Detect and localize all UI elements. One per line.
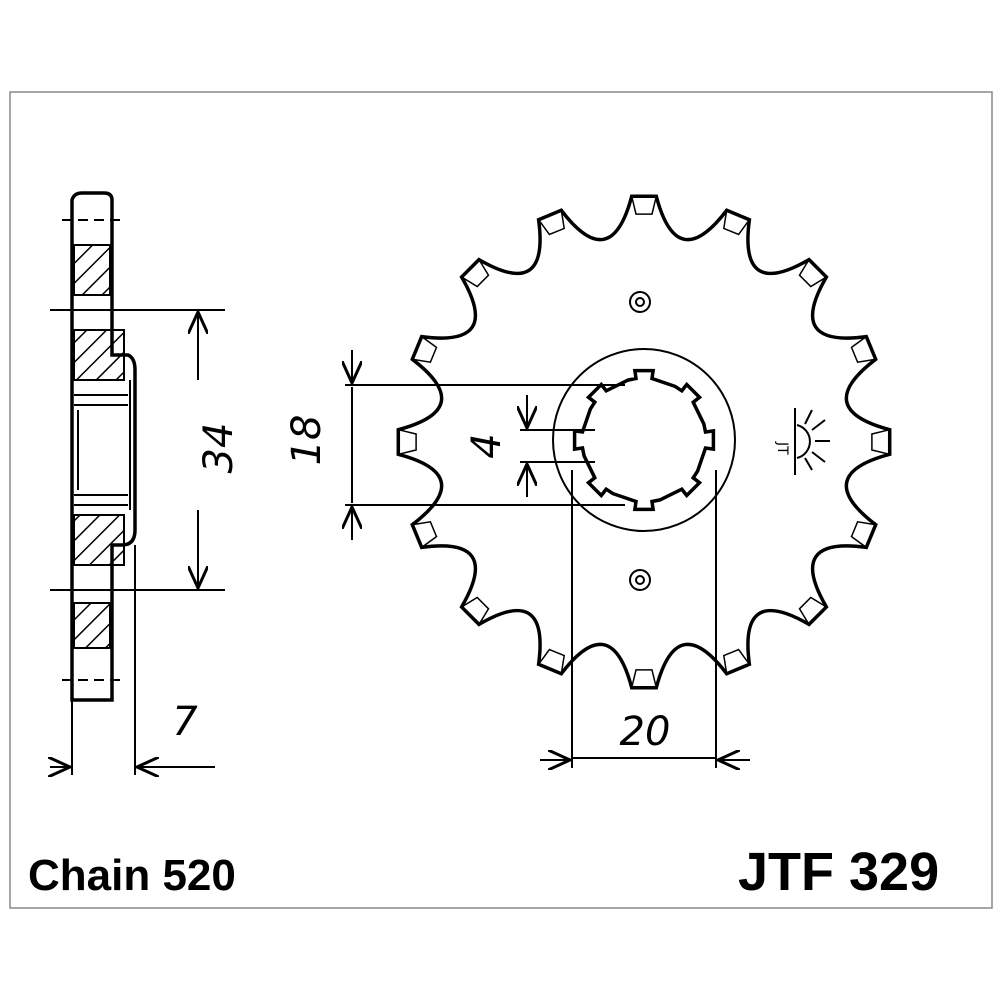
side-view: 34 7	[50, 191, 242, 775]
tooth-tip	[630, 669, 658, 689]
tooth-tip	[798, 258, 828, 288]
tooth-tip	[722, 648, 751, 675]
tooth-tip	[850, 335, 877, 364]
hub-circle	[552, 348, 736, 532]
svg-text:JT: JT	[774, 441, 790, 455]
tooth-tips	[397, 195, 891, 689]
tooth-tip	[397, 428, 417, 456]
dim-4-label: 4	[464, 433, 510, 458]
tooth-tip	[850, 520, 877, 549]
front-view: JT 18 4 20	[284, 194, 892, 768]
dim-18-label: 18	[284, 415, 330, 466]
tooth-tip	[411, 520, 438, 549]
tooth-tip	[460, 258, 490, 288]
chain-label: Chain 520	[28, 851, 236, 900]
bolt-hole-top	[629, 291, 651, 313]
frame-border	[9, 91, 993, 909]
tooth-tip	[722, 209, 751, 236]
part-number-label: JTF 329	[738, 842, 939, 902]
tooth-tip	[411, 335, 438, 364]
dim-34-label: 34	[196, 423, 242, 474]
manufacturer-logo-icon: JT	[774, 408, 830, 475]
tooth-tip	[537, 648, 566, 675]
tooth-tip	[630, 195, 658, 215]
tooth-tip	[798, 596, 828, 626]
tooth-tip	[871, 428, 891, 456]
spline-bore	[572, 368, 716, 512]
tooth-tip	[537, 209, 566, 236]
dim-7-label: 7	[172, 699, 198, 745]
tooth-tip	[460, 596, 490, 626]
bolt-hole-bottom	[629, 569, 651, 591]
dim-20-label: 20	[620, 709, 671, 755]
